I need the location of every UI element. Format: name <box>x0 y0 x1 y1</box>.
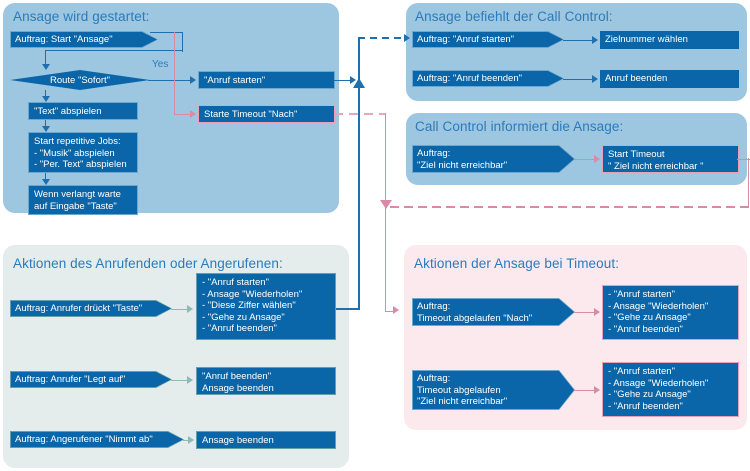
node-auftrag-angerufener-nimmt-ab: Auftrag: Angerufener "Nimmt ab" <box>10 431 184 448</box>
connector-legtauf-to-actions <box>171 379 189 381</box>
arrow-into-diamond <box>41 64 50 70</box>
arrow-to-warte-eingabe <box>41 179 50 185</box>
connector-starte-timeout-dashed <box>334 113 386 116</box>
arrow-blue-bus-upward <box>353 78 365 88</box>
node-label: Auftrag: Anrufer drückt "Taste" <box>11 301 171 316</box>
panel-title-ansage-wird-gestartet: Ansage wird gestartet: <box>13 9 150 24</box>
node-nimmtab-action-list: Ansage beenden <box>196 431 336 449</box>
arrow-blue-bus-into-callcontrol <box>404 33 410 42</box>
connector-taste-to-actions <box>171 308 189 310</box>
node-label: Route "Sofort" <box>49 74 111 86</box>
connector-anruf-beenden-to-result <box>563 78 594 80</box>
node-label: Auftrag: Anrufer "Legt auf" <box>11 372 171 387</box>
node-label: Auftrag: Angerufener "Nimmt ab" <box>11 432 183 447</box>
node-timeout-ziel-action-list: - "Anruf starten" - Ansage "Wiederholen"… <box>602 362 739 417</box>
arrow-pink-bus-into-timeout-panel <box>393 306 399 314</box>
node-auftrag-anruf-beenden: Auftrag: "Anruf beenden" <box>412 70 564 87</box>
node-label: Auftrag: "Anruf starten" <box>413 32 563 47</box>
arrow-to-starte-timeout <box>190 110 196 118</box>
arrow-to-anruf-starten <box>190 76 196 84</box>
connector-start-loop-down <box>45 50 47 66</box>
connector-diamond-down <box>45 90 47 98</box>
connector-anruf-starten-to-zielnummer <box>563 39 594 41</box>
node-text-abspielen: "Text" abspielen <box>28 102 138 120</box>
connector-start-to-timeout-h <box>174 113 191 115</box>
connector-anrufstarten-out <box>334 79 352 81</box>
panel-title-aktionen-anrufender: Aktionen des Anrufenden oder Angerufenen… <box>13 256 283 271</box>
node-auftrag-start-ansage: Auftrag: Start "Ansage" <box>10 31 158 48</box>
arrow-to-anruf-beenden-result <box>592 75 598 83</box>
arrow-to-start-timeout-ziel <box>594 155 600 163</box>
arrow-pink-long-dashed-end <box>380 200 392 209</box>
node-auftrag-anruf-starten: Auftrag: "Anruf starten" <box>412 31 564 48</box>
connector-starttimeout-ziel-out <box>737 158 750 160</box>
node-route-sofort: Route "Sofort" <box>10 70 150 90</box>
connector-timeout-ziel-to-actions <box>574 389 596 391</box>
node-auftrag-timeout-ziel-nicht-erreichbar: Auftrag: Timeout abgelaufen "Ziel nicht … <box>412 370 575 410</box>
node-auftrag-anrufer-legt-auf: Auftrag: Anrufer "Legt auf" <box>10 371 172 388</box>
node-starte-timeout-nach: Starte Timeout "Nach" <box>198 105 335 123</box>
node-anruf-starten: "Anruf starten" <box>198 71 335 89</box>
arrow-to-taste-actions <box>187 305 193 313</box>
arrow-to-text-abspielen <box>41 96 50 102</box>
node-legtauf-action-list: "Anruf beenden" Ansage beenden <box>196 367 336 395</box>
panel-title-ansage-befiehlt: Ansage befiehlt der Call Control: <box>415 9 613 24</box>
node-start-timeout-ziel-nicht-erreichbar: Start Timeout " Ziel nicht erreichbar " <box>602 145 739 173</box>
node-taste-action-list: - "Anruf starten" - Ansage "Wiederholen"… <box>196 273 336 340</box>
connector-nimmtab-to-actions <box>183 439 190 441</box>
node-label: Auftrag: Timeout abgelaufen "Ziel nicht … <box>413 371 574 409</box>
connector-pink-bus-into-timeout <box>385 310 395 312</box>
connector-text-down <box>45 120 47 128</box>
node-start-repetitive-jobs: Start repetitive Jobs: - "Musik" abspiel… <box>28 132 138 173</box>
connector-start-to-timeout-v <box>174 32 176 114</box>
node-auftrag-anrufer-drueckt-taste: Auftrag: Anrufer drückt "Taste" <box>10 300 172 317</box>
node-label: Auftrag: "Ziel nicht erreichbar" <box>413 146 574 172</box>
arrow-to-repetitive-jobs <box>41 126 50 132</box>
node-zielnummer-waehlen: Zielnummer wählen <box>600 31 739 49</box>
node-label: Auftrag: Timeout abgelaufen "Nach" <box>413 299 574 325</box>
connector-ziel-to-start-timeout <box>574 158 596 160</box>
connector-actions-to-blue-bus <box>336 307 360 310</box>
arrow-to-zielnummer-waehlen <box>592 36 598 44</box>
node-anruf-beenden-result: Anruf beenden <box>600 70 739 88</box>
connector-timeout-nach-to-actions <box>574 311 596 313</box>
label-yes: Yes <box>152 59 169 70</box>
arrow-to-timeout-nach-actions <box>594 308 600 316</box>
node-timeout-nach-action-list: - "Anruf starten" - Ansage "Wiederholen"… <box>602 285 739 340</box>
panel-title-call-control-informiert: Call Control informiert die Ansage: <box>415 119 624 134</box>
arrow-to-timeout-ziel-actions <box>594 386 600 394</box>
connector-start-loop-top <box>150 31 183 33</box>
connector-start-loop-right <box>182 31 184 52</box>
connector-pink-long-dashed <box>390 206 750 209</box>
node-label: Auftrag: Start "Ansage" <box>11 32 157 47</box>
arrow-to-legtauf-actions <box>187 376 193 384</box>
connector-jobs-down <box>45 173 47 181</box>
connector-pink-bus-vertical <box>385 113 387 311</box>
connector-diamond-to-anruf-starten <box>148 79 192 81</box>
node-wenn-verlangt-warte: Wenn verlangt warte auf Eingabe "Taste" <box>28 185 138 215</box>
connector-start-loop-bottom <box>45 50 182 52</box>
node-auftrag-ziel-nicht-erreichbar: Auftrag: "Ziel nicht erreichbar" <box>412 145 575 173</box>
node-label: Auftrag: "Anruf beenden" <box>413 71 563 86</box>
connector-blue-bus-vertical <box>358 38 361 310</box>
arrow-to-nimmtab-actions <box>188 436 194 444</box>
node-auftrag-timeout-nach: Auftrag: Timeout abgelaufen "Nach" <box>412 298 575 326</box>
connector-blue-bus-dashed-top <box>358 37 405 40</box>
connector-pink-right-vertical <box>748 158 750 208</box>
panel-title-aktionen-timeout: Aktionen der Ansage bei Timeout: <box>414 256 620 271</box>
